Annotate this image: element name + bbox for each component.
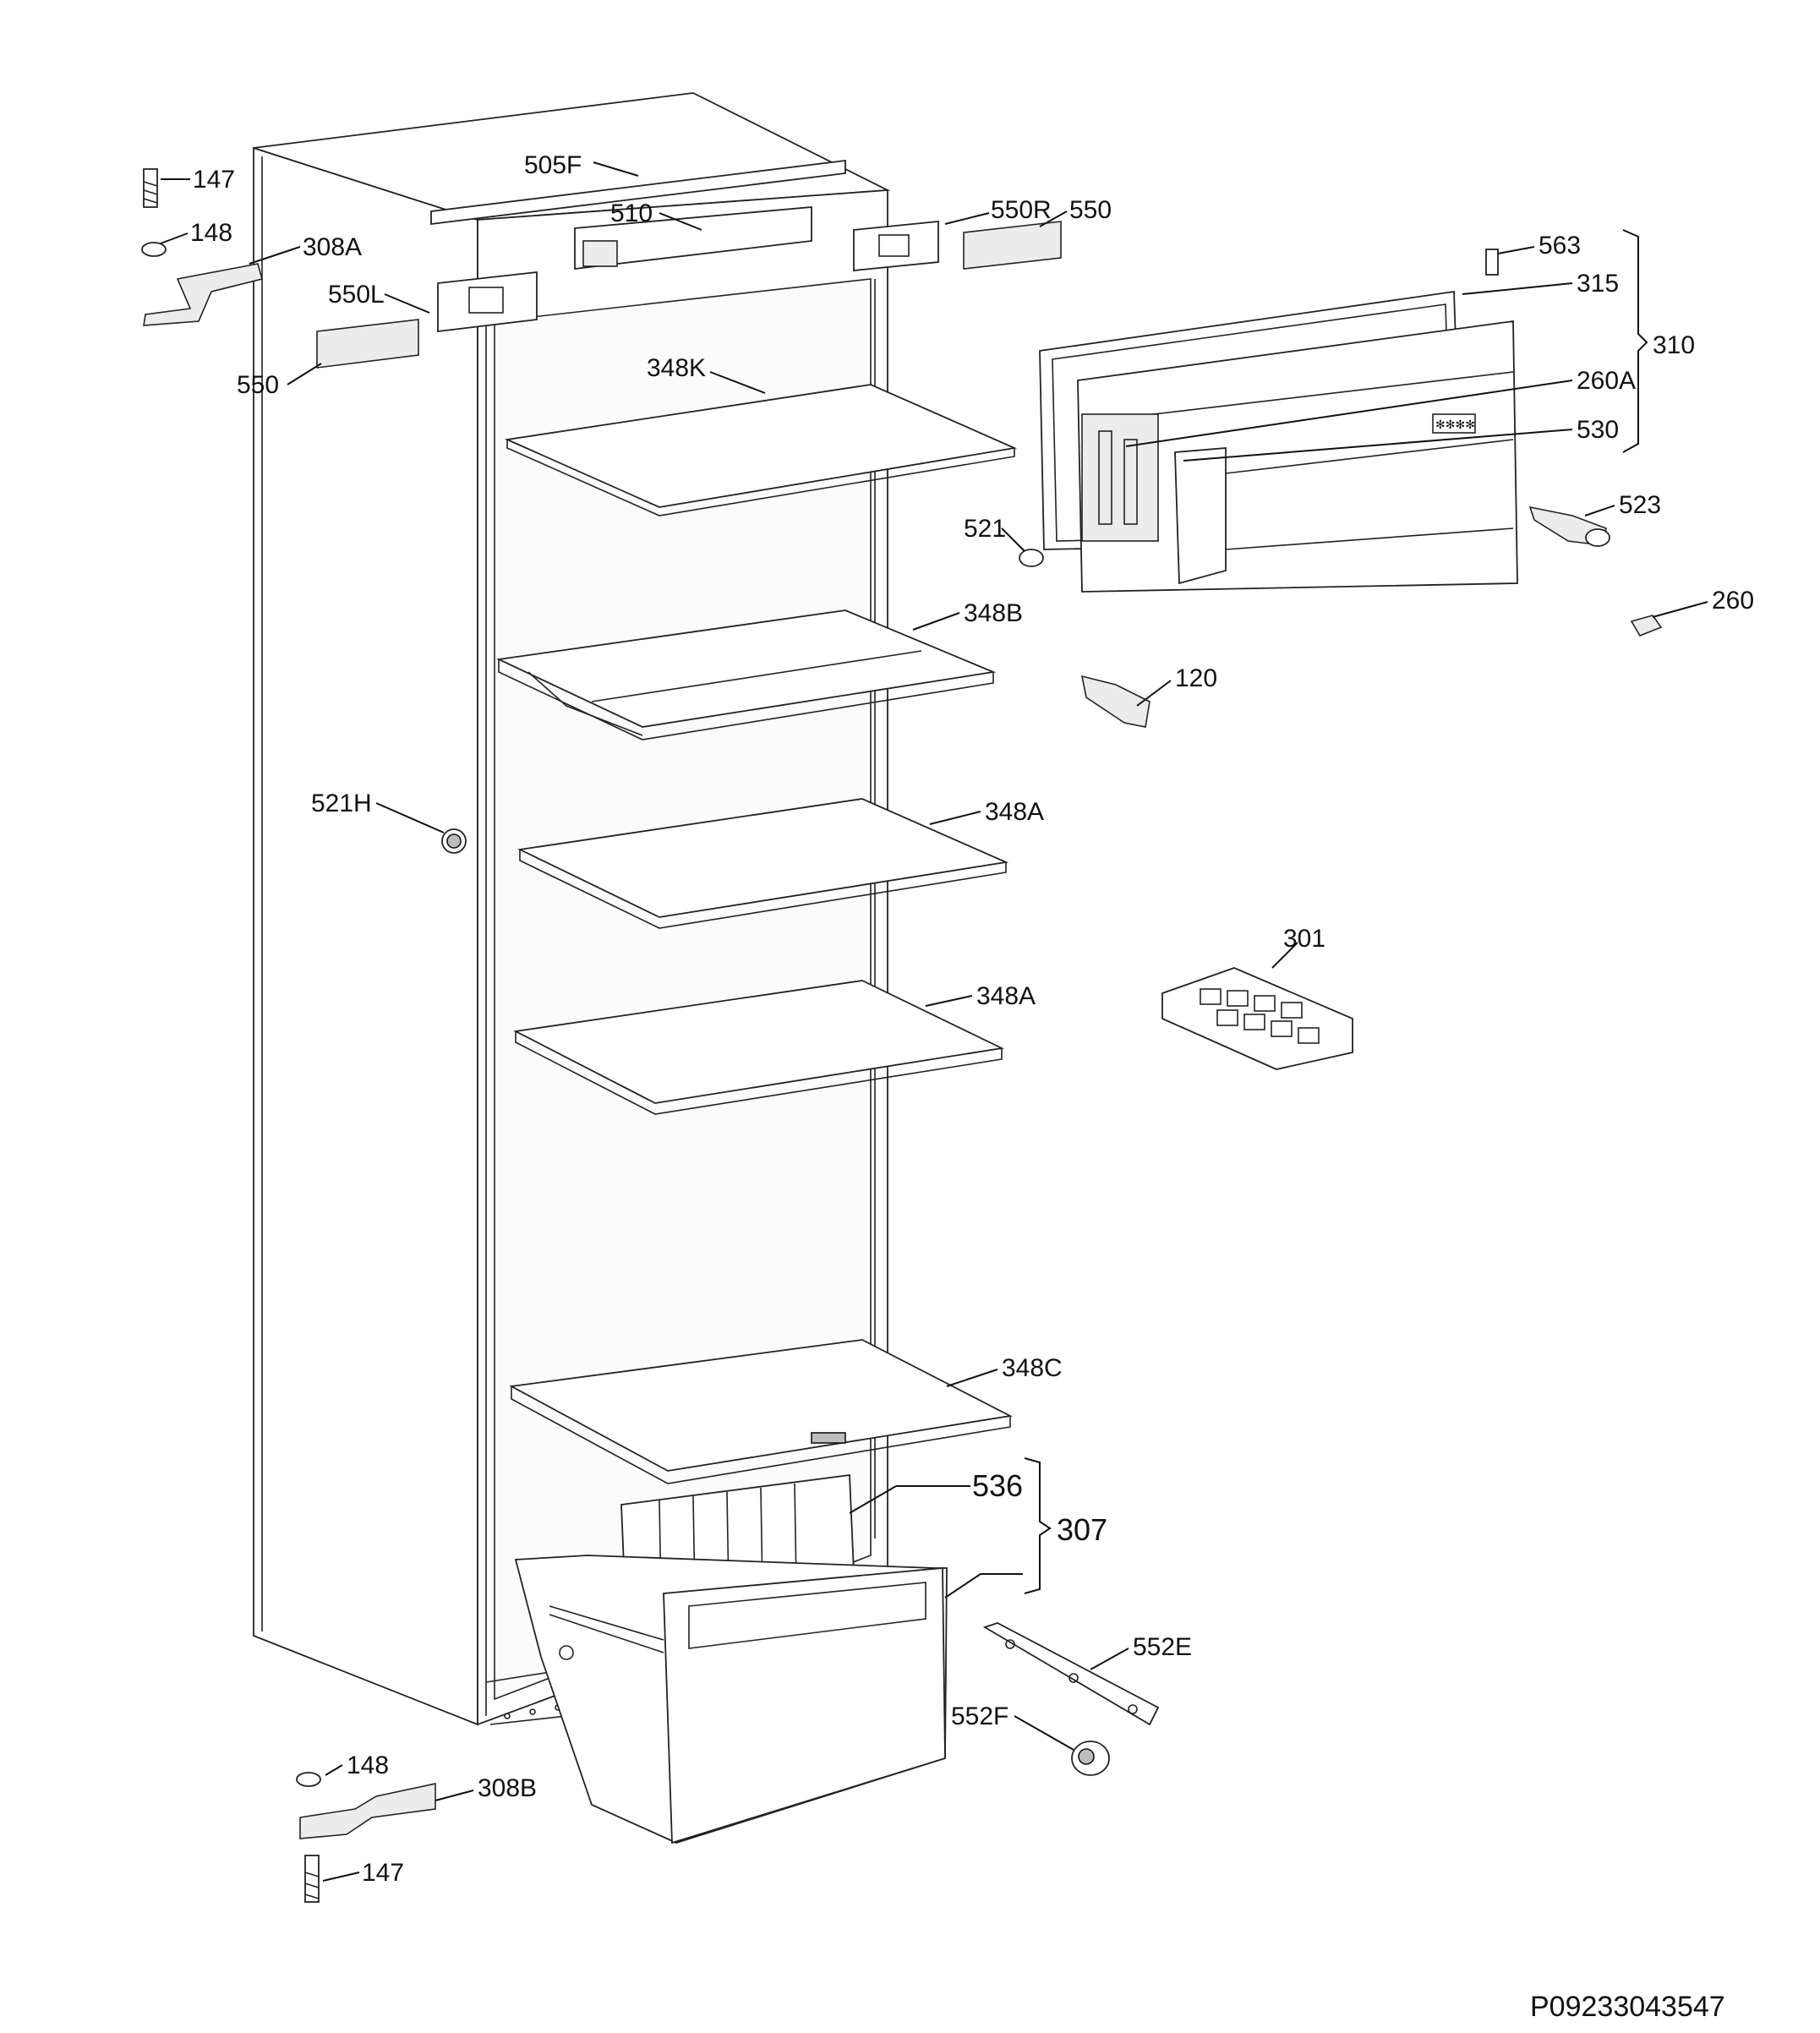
part-308A-hinge: [143, 263, 263, 326]
part-552F-stopper: [1071, 1741, 1110, 1776]
part-147-screw-top: [143, 168, 158, 208]
part-148-nut-top: [141, 242, 167, 257]
label-348K: 348K: [647, 354, 706, 382]
bracket-307: [1024, 1457, 1052, 1594]
shelf-348C-control: [811, 1432, 846, 1444]
freezer-star-label: [1432, 413, 1476, 434]
cabinet-left-side: [253, 146, 478, 1726]
part-148-nut-bottom: [296, 1772, 321, 1787]
label-552F: 552F: [951, 1702, 1008, 1730]
label-552E: 552E: [1133, 1633, 1192, 1661]
top-hinge-group: [141, 168, 263, 326]
shelves: [495, 384, 1018, 1484]
label-147-bottom: 147: [362, 1859, 404, 1887]
label-510: 510: [610, 199, 653, 227]
label-348B: 348B: [964, 599, 1023, 627]
label-308A: 308A: [303, 233, 362, 261]
label-260A: 260A: [1577, 367, 1636, 395]
part-260A-hinge: [1081, 413, 1159, 542]
label-310: 310: [1653, 331, 1695, 359]
label-563: 563: [1539, 232, 1581, 260]
label-301: 301: [1283, 925, 1325, 953]
label-120: 120: [1175, 664, 1217, 692]
label-148-top: 148: [190, 219, 232, 247]
freezer-door-group: ✻✻✻✻: [1019, 229, 1663, 637]
leader-lines: [160, 161, 1708, 1882]
part-147-screw-bottom: [304, 1855, 320, 1903]
label-530: 530: [1577, 416, 1619, 444]
bracket-310: [1622, 229, 1648, 453]
part-550-cover-left: [316, 319, 419, 369]
label-523: 523: [1619, 491, 1661, 519]
part-120-hinge: [1080, 675, 1150, 728]
label-348A-upper: 348A: [985, 798, 1044, 826]
label-550R: 550R: [991, 196, 1052, 224]
top-hardware: [316, 206, 1062, 369]
label-308B: 308B: [478, 1774, 537, 1802]
part-550-cover-right: [963, 221, 1062, 270]
label-348C: 348C: [1002, 1354, 1063, 1382]
label-260: 260: [1712, 587, 1754, 615]
part-307-drawer-front: [663, 1567, 946, 1844]
drawing-code: P09233043547: [1530, 1991, 1725, 2023]
label-521H: 521H: [311, 790, 372, 817]
label-148-bottom: 148: [347, 1752, 389, 1779]
label-550L: 550L: [328, 281, 385, 309]
part-550R-block: [853, 221, 939, 271]
part-260-clip: [1630, 615, 1663, 637]
label-505F: 505F: [524, 151, 582, 179]
label-550-left: 550: [237, 371, 279, 399]
crisper-drawer-group: [514, 1457, 1052, 1844]
part-510-clip: [582, 240, 618, 267]
part-563-pin: [1485, 249, 1499, 276]
part-530-handle: [1174, 447, 1227, 585]
part-552E-rail: [982, 1622, 1160, 1726]
label-536: 536: [972, 1468, 1023, 1503]
part-510-panel: [574, 206, 812, 271]
label-307: 307: [1057, 1512, 1107, 1547]
label-550-right: 550: [1069, 196, 1112, 224]
part-550L-block: [437, 271, 538, 333]
part-308B-hinge: [299, 1783, 436, 1839]
label-147-top: 147: [193, 166, 235, 194]
label-348A-lower: 348A: [976, 982, 1036, 1010]
label-521: 521: [964, 515, 1006, 543]
top-rail-505F: [430, 159, 846, 226]
label-315: 315: [1577, 270, 1619, 298]
bottom-hinge-group: [296, 1772, 436, 1903]
svg-text:✻✻✻✻: ✻✻✻✻: [1435, 418, 1475, 431]
part-521-cap: [1019, 549, 1044, 567]
part-301-ice-tray: [1161, 967, 1353, 1070]
callout-labels: 147 148 308A 505F 510 550R 550 550L 550 …: [190, 151, 1754, 1887]
